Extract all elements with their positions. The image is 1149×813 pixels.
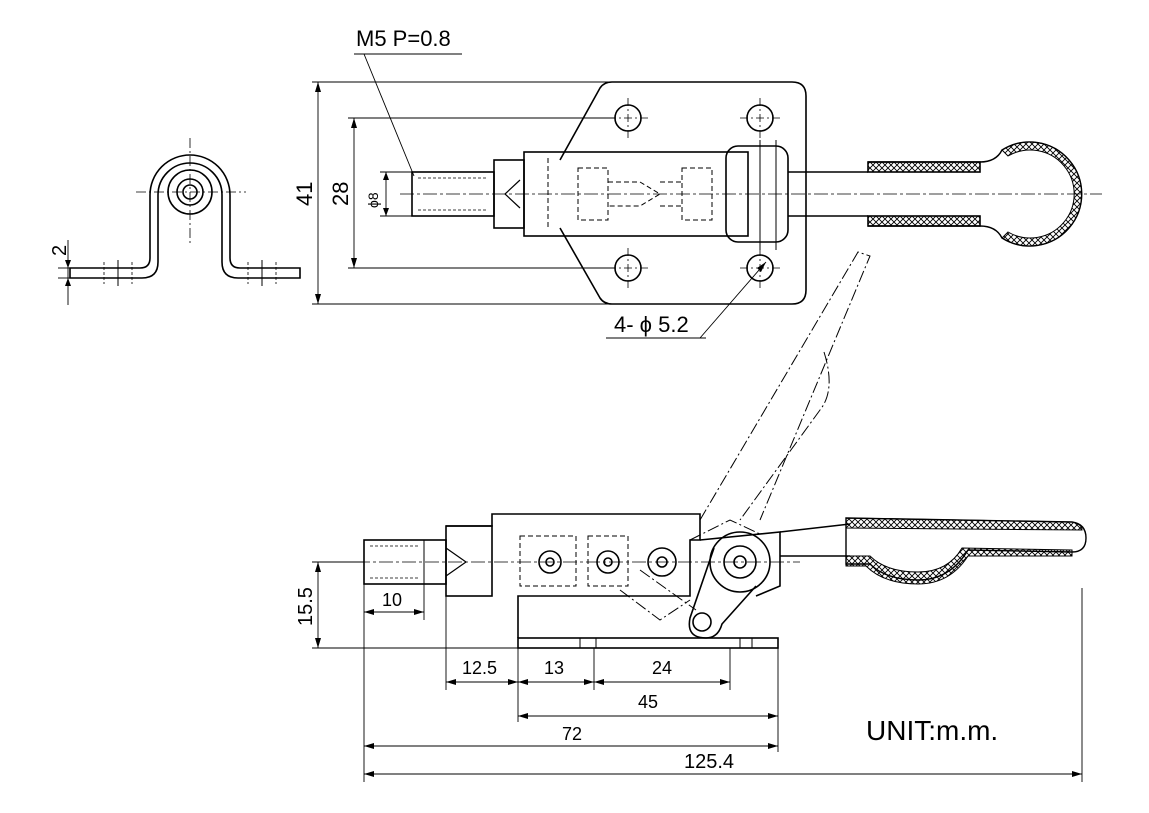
raised-handle-phantom [619,251,871,621]
dim-24-label: 24 [652,658,672,678]
front-view-dimensions [312,561,1083,782]
front-height-label: 15.5 [295,587,317,626]
side-view [58,138,301,305]
dim-12-5-label: 12.5 [462,658,497,678]
top-view [400,81,1102,305]
thread-length-label: 10 [382,590,402,610]
plunger-diameter-label: ϕ8 [365,192,381,208]
top-view-dimensions [312,53,767,339]
front-view [356,513,1087,649]
dim-45-label: 45 [638,692,658,712]
dim-13-label: 13 [544,658,564,678]
holes-callout: 4- ϕ 5.2 [614,312,689,337]
dim-72-label: 72 [562,724,582,744]
overall-length-label: 125.4 [684,751,734,773]
unit-label: UNIT:m.m. [866,715,998,746]
hole-spacing-label: 28 [328,182,353,206]
thread-callout: M5 P=0.8 [356,26,451,51]
plate-thickness-label: 2 [49,245,71,256]
overall-width-label: 41 [292,182,317,206]
